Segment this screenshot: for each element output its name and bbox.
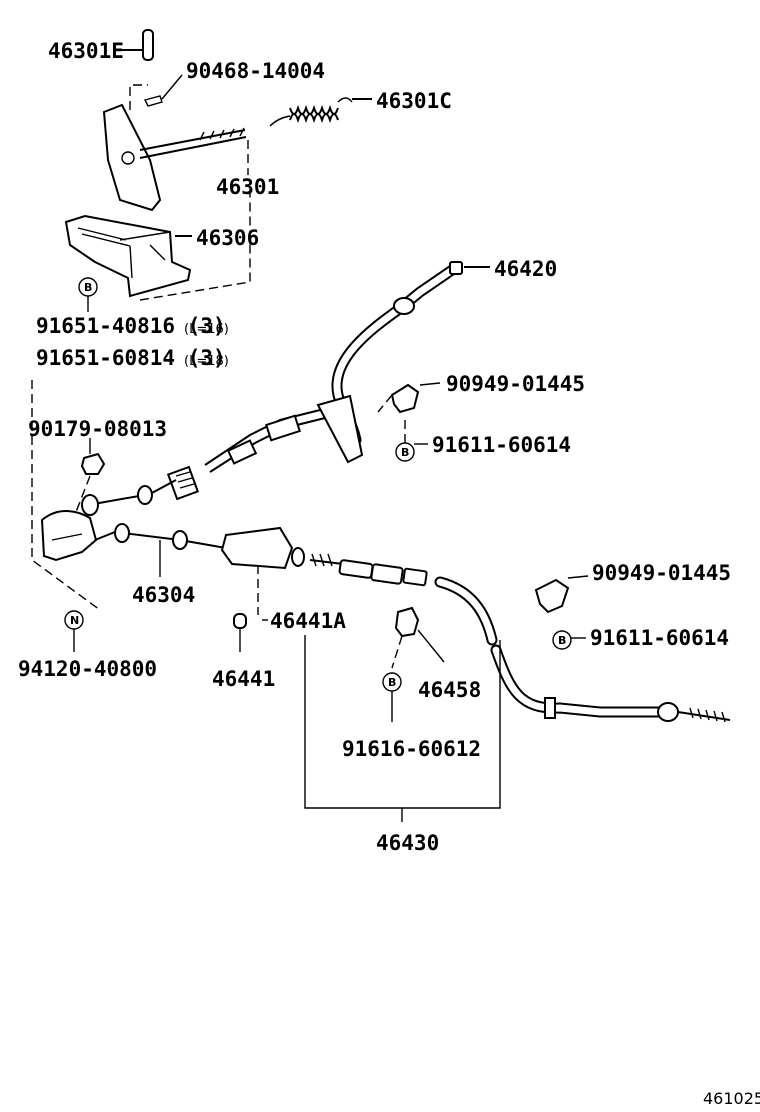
pin-46301E bbox=[120, 29, 154, 61]
lever-46301 bbox=[102, 103, 249, 212]
badge-b-91611-b: B bbox=[552, 630, 586, 650]
label-90179: 90179-08013 bbox=[28, 417, 167, 441]
svg-text:B: B bbox=[401, 446, 409, 459]
label-91651-40816-note: (L=16) bbox=[184, 322, 229, 337]
label-91611-b: 91611-60614 bbox=[590, 626, 729, 650]
clip-90949-b bbox=[534, 575, 589, 614]
label-46306: 46306 bbox=[196, 226, 259, 250]
label-91651-60814: 91651-60814 (3) bbox=[36, 346, 226, 370]
label-46304: 46304 bbox=[132, 583, 195, 607]
label-46301C: 46301C bbox=[376, 89, 452, 113]
label-90468: 90468-14004 bbox=[186, 59, 325, 83]
label-94120: 94120-40800 bbox=[18, 657, 157, 681]
nut-90179 bbox=[75, 438, 106, 513]
clip-90949-a bbox=[377, 382, 441, 414]
badge-b-91616: B bbox=[382, 672, 402, 722]
cable-46420 bbox=[316, 261, 490, 464]
bracket-46430 bbox=[304, 635, 501, 822]
svg-text:B: B bbox=[84, 281, 92, 294]
label-46441: 46441 bbox=[212, 667, 275, 691]
badge-n-94120: N bbox=[64, 610, 84, 652]
figure-code: 461025 bbox=[703, 1089, 760, 1108]
svg-text:N: N bbox=[70, 614, 79, 627]
svg-text:B: B bbox=[388, 676, 396, 689]
equalizer-46304 bbox=[40, 479, 227, 577]
label-90949-a: 90949-01445 bbox=[446, 372, 585, 396]
label-90949-b: 90949-01445 bbox=[592, 561, 731, 585]
label-46458: 46458 bbox=[418, 678, 481, 702]
cable-link bbox=[166, 409, 326, 501]
badge-b-91651: B bbox=[78, 277, 98, 312]
label-46441A: 46441A bbox=[270, 609, 346, 633]
label-46301: 46301 bbox=[216, 175, 279, 199]
label-46420: 46420 bbox=[494, 257, 557, 281]
bracket-46306 bbox=[64, 214, 192, 298]
label-91616: 91616-60612 bbox=[342, 737, 481, 761]
label-91611-a: 91611-60614 bbox=[432, 433, 571, 457]
label-91651-40816: 91651-40816 (3) bbox=[36, 314, 226, 338]
label-91651-60814-note: (L=18) bbox=[184, 354, 229, 369]
spring-46301C bbox=[269, 97, 372, 127]
boot-46441A bbox=[220, 526, 305, 615]
clamp-46458 bbox=[391, 606, 445, 669]
clip-90468 bbox=[143, 74, 183, 107]
cable-46430 bbox=[309, 553, 731, 723]
grommet-46441 bbox=[233, 613, 247, 652]
svg-text:B: B bbox=[558, 634, 566, 647]
label-46301E: 46301E bbox=[48, 39, 124, 63]
label-46430: 46430 bbox=[376, 831, 439, 855]
badge-b-91611-a: B bbox=[395, 415, 428, 462]
